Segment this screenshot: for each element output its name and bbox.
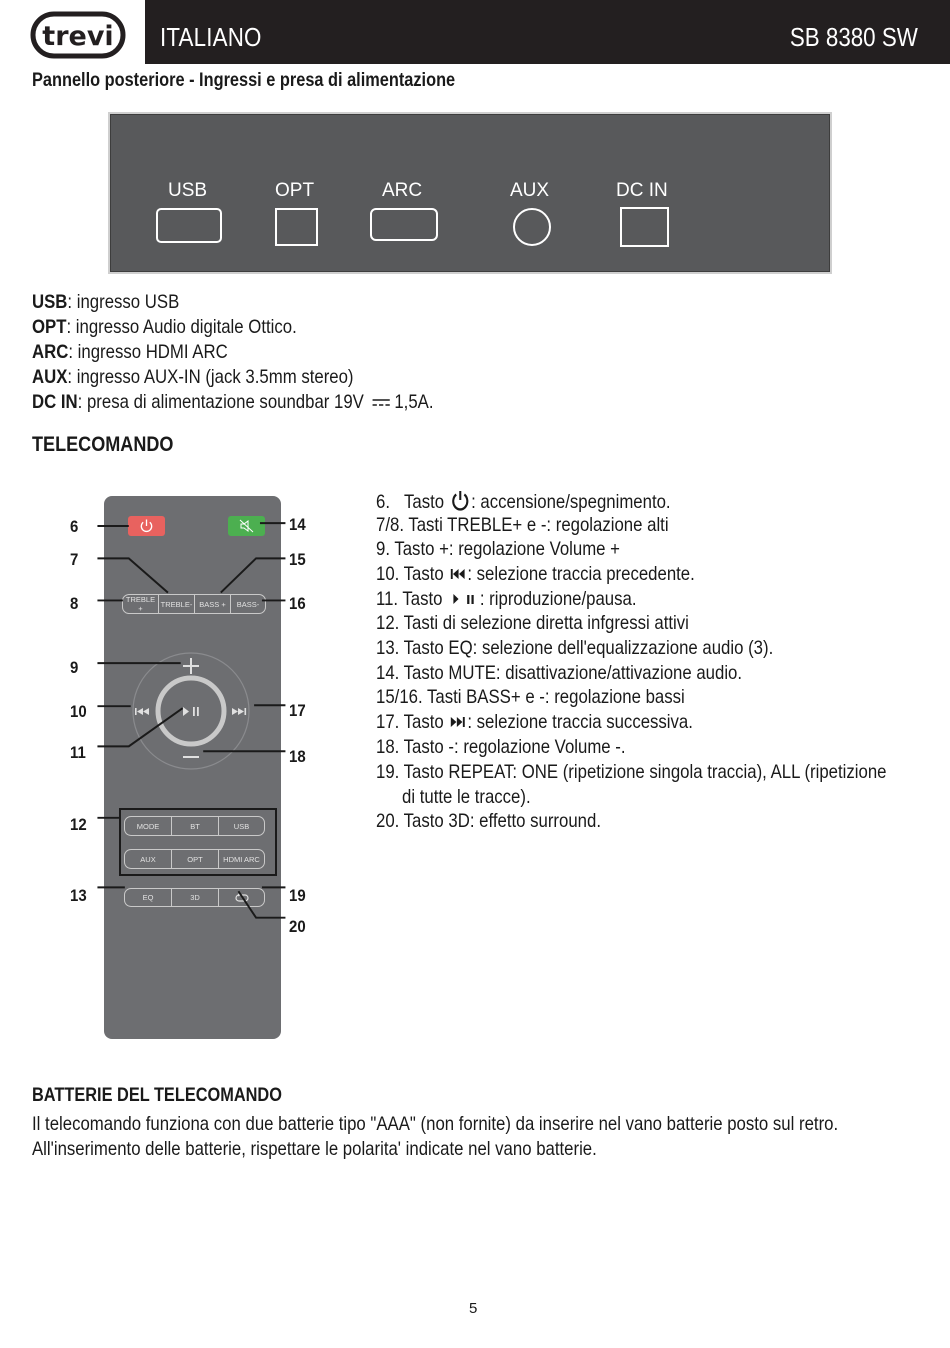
opt-port-label: OPT	[275, 180, 315, 201]
batteries-text-2: All'inserimento delle batterie, rispetta…	[32, 1138, 597, 1160]
remote-effects-row: EQ 3D	[124, 888, 265, 907]
usb-port-label: USB	[168, 180, 208, 201]
remote-nav-ring	[132, 652, 250, 770]
separator	[218, 850, 220, 868]
separator	[171, 889, 173, 906]
callout-15: 15	[289, 550, 306, 569]
callout-18: 18	[289, 747, 306, 766]
separator	[171, 850, 173, 868]
item-19-continued: di tutte le tracce).	[402, 786, 531, 808]
callout-11: 11	[70, 743, 86, 762]
remote-treble-minus: TREBLE-	[160, 599, 193, 609]
remote-3d-button: 3D	[190, 893, 200, 902]
remote-aux-button: AUX	[140, 854, 156, 864]
item-19: 19. Tasto REPEAT: ONE (ripetizione singo…	[376, 761, 887, 783]
item-15-16: 15/16. Tasti BASS+ e -: regolazione bass…	[376, 686, 685, 708]
item-6: 6. Tasto : accensione/spegnimento.	[376, 491, 671, 513]
dcin-port	[620, 207, 669, 247]
rear-panel-heading: Pannello posteriore - Ingressi e presa d…	[32, 70, 456, 91]
item-9: 9. Tasto +: regolazione Volume +	[376, 538, 620, 560]
callout-9: 9	[70, 658, 79, 677]
spec-arc: ARC: ingresso HDMI ARC	[32, 341, 228, 363]
remote-bt-button: BT	[190, 821, 200, 831]
callout-14: 14	[289, 515, 306, 534]
item-17: 17. Tasto : selezione traccia successiva…	[376, 711, 693, 733]
previous-track-icon	[135, 708, 149, 715]
callout-16: 16	[289, 594, 306, 613]
header-bar	[0, 0, 950, 64]
spec-aux: AUX: ingresso AUX-IN (jack 3.5mm stereo)	[32, 366, 354, 388]
callout-19: 19	[289, 886, 306, 905]
next-icon	[450, 717, 465, 727]
dcin-port-label: DC IN	[616, 180, 668, 201]
separator	[230, 595, 232, 613]
remote-eq-button: EQ	[142, 893, 154, 902]
separator	[171, 817, 173, 835]
aux-port-label: AUX	[510, 180, 550, 201]
remote-tone-bar: TREBLE + TREBLE- BASS + BASS-	[122, 594, 266, 614]
item-12: 12. Tasti di selezione diretta infgressi…	[376, 612, 689, 634]
callout-13: 13	[70, 886, 87, 905]
callout-lines	[97, 522, 286, 919]
callout-7: 7	[70, 550, 79, 569]
spec-dcin: DC IN: presa di alimentazione soundbar 1…	[32, 391, 434, 413]
model-label: SB 8380 SW	[789, 22, 918, 52]
language-label: ITALIANO	[160, 22, 262, 52]
power-symbol-icon	[451, 491, 468, 511]
item-13: 13. Tasto EQ: selezione dell'equalizzazi…	[376, 637, 774, 659]
item-18: 18. Tasto -: regolazione Volume -.	[376, 736, 626, 758]
remote-source-row-1: MODE BT USB	[124, 816, 265, 836]
separator	[218, 817, 220, 835]
remote-source-group	[119, 808, 277, 876]
remote-bass-plus: BASS +	[199, 599, 226, 609]
svg-text:trevi: trevi	[42, 21, 113, 52]
spec-usb: USB: ingresso USB	[32, 291, 180, 313]
arc-port-label: ARC	[382, 180, 423, 201]
remote-power-button	[128, 516, 165, 536]
callout-17: 17	[289, 701, 306, 720]
callout-6: 6	[70, 517, 79, 536]
remote-mute-button	[228, 516, 265, 536]
rear-panel-illustration: USB OPT ARC AUX DC IN	[108, 112, 832, 274]
play-pause-symbol-icon	[453, 594, 474, 604]
callout-10: 10	[70, 702, 87, 721]
item-10: 10. Tasto : selezione traccia precedente…	[376, 563, 695, 585]
spec-opt: OPT: ingresso Audio digitale Ottico.	[32, 316, 297, 338]
item-14: 14. Tasto MUTE: disattivazione/attivazio…	[376, 662, 743, 684]
previous-icon	[450, 569, 465, 579]
separator	[158, 595, 160, 613]
callout-12: 12	[70, 815, 87, 834]
remote-hdmi-arc-button: HDMI ARC	[223, 854, 260, 864]
page-number: 5	[469, 1300, 478, 1317]
remote-bass-minus: BASS-	[236, 599, 260, 609]
trevi-logo-icon: trevi	[30, 11, 126, 59]
usb-port	[156, 208, 222, 243]
mute-icon	[239, 519, 254, 533]
brand-logo: trevi	[0, 0, 145, 70]
separator	[218, 889, 220, 906]
remote-opt-button: OPT	[187, 854, 203, 864]
power-icon	[140, 519, 153, 533]
remote-usb-button: USB	[233, 821, 250, 831]
dc-symbol-icon	[372, 399, 391, 406]
arc-port	[370, 208, 438, 241]
remote-heading: TELECOMANDO	[32, 433, 174, 456]
remote-mode-button: MODE	[136, 821, 160, 831]
item-11: 11. Tasto : riproduzione/pausa.	[376, 588, 637, 610]
separator	[194, 595, 196, 613]
remote-illustration: TREBLE + TREBLE- BASS + BASS-	[104, 496, 281, 1039]
remote-source-row-2: AUX OPT HDMI ARC	[124, 849, 265, 869]
next-track-icon	[232, 708, 247, 715]
callout-8: 8	[70, 594, 79, 613]
play-pause-icon	[183, 707, 199, 716]
remote-treble-plus: TREBLE +	[125, 595, 156, 613]
batteries-text-1: Il telecomando funziona con due batterie…	[32, 1113, 839, 1135]
item-7-8: 7/8. Tasti TREBLE+ e -: regolazione alti	[376, 514, 669, 536]
item-20: 20. Tasto 3D: effetto surround.	[376, 810, 601, 832]
opt-port	[275, 208, 318, 246]
callout-20: 20	[289, 917, 306, 936]
batteries-heading: BATTERIE DEL TELECOMANDO	[32, 1085, 282, 1106]
aux-port	[513, 208, 551, 246]
